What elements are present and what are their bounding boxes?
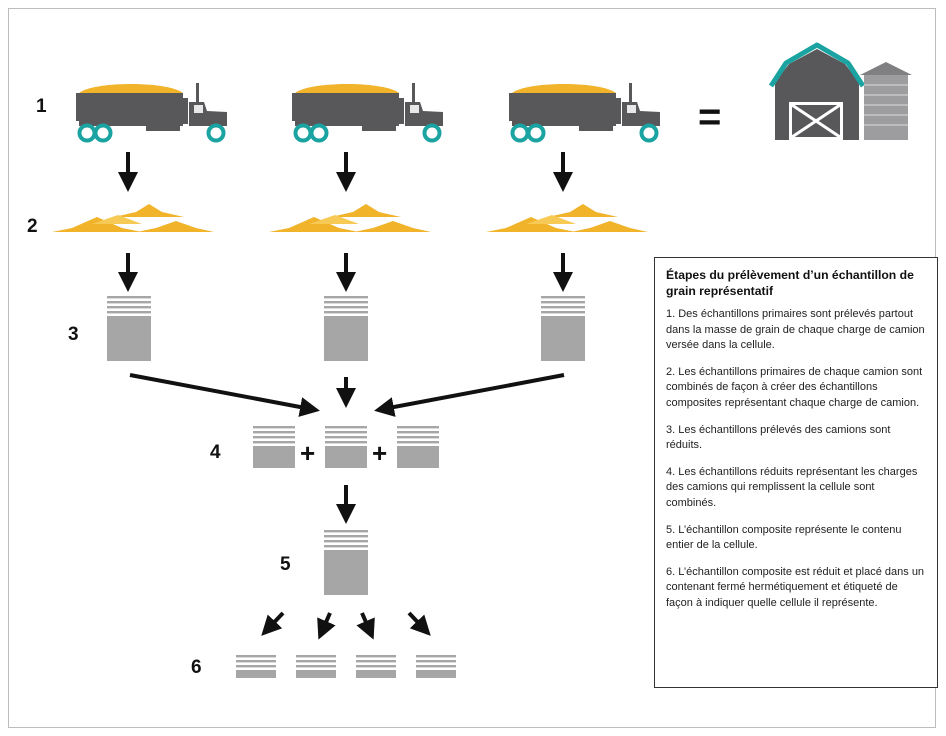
step-number-5: 5 (280, 554, 291, 575)
down-arrow-icon (374, 373, 565, 417)
sample-stack-icon (296, 655, 336, 678)
grain-truck-icon (74, 81, 229, 143)
plus-sign: + (372, 438, 387, 468)
legend-item: 1. Des échantillons primaires sont préle… (666, 308, 925, 352)
step-number-3: 3 (68, 324, 79, 345)
grain-truck-icon (507, 81, 662, 143)
sample-stack-icon (236, 655, 276, 678)
equals-sign: = (698, 95, 721, 139)
sample-stack-icon (253, 426, 295, 468)
legend-title: Étapes du prélèvement d’un échantillon d… (666, 268, 914, 298)
sample-stack-icon (397, 426, 439, 468)
legend-item: 2. Les échantillons primaires de chaque … (666, 365, 923, 409)
barn-and-silo-icon (768, 42, 912, 140)
plus-sign: + (300, 438, 315, 468)
sample-stack-icon (325, 426, 367, 468)
step-number-4: 4 (210, 442, 221, 463)
sample-stack-icon (324, 530, 368, 595)
grain-truck-icon (290, 81, 445, 143)
down-arrow-icon (317, 612, 336, 640)
step-number-1: 1 (36, 96, 47, 117)
sample-stack-icon (356, 655, 396, 678)
step-number-2: 2 (27, 216, 38, 237)
grain-pile-icon (52, 204, 214, 232)
down-arrow-icon (407, 611, 431, 636)
sample-stack-icon (416, 655, 456, 678)
legend-item: 6. L’échantillon composite est réduit et… (666, 565, 925, 609)
down-arrow-icon (261, 611, 285, 636)
legend-item: 4. Les échantillons réduits représentant… (666, 465, 918, 509)
legend-panel: Étapes du prélèvement d’un échantillon d… (654, 257, 938, 688)
grain-pile-icon (486, 204, 648, 232)
legend-item: 5. L’échantillon composite représente le… (666, 523, 902, 552)
grain-pile-icon (269, 204, 431, 232)
legend-item: 3. Les échantillons prélevés des camions… (666, 423, 891, 452)
sample-stack-icon (324, 296, 368, 361)
sample-stack-icon (107, 296, 151, 361)
down-arrow-icon (129, 373, 320, 417)
step-number-6: 6 (191, 657, 202, 678)
down-arrow-icon (356, 612, 375, 640)
sample-stack-icon (541, 296, 585, 361)
